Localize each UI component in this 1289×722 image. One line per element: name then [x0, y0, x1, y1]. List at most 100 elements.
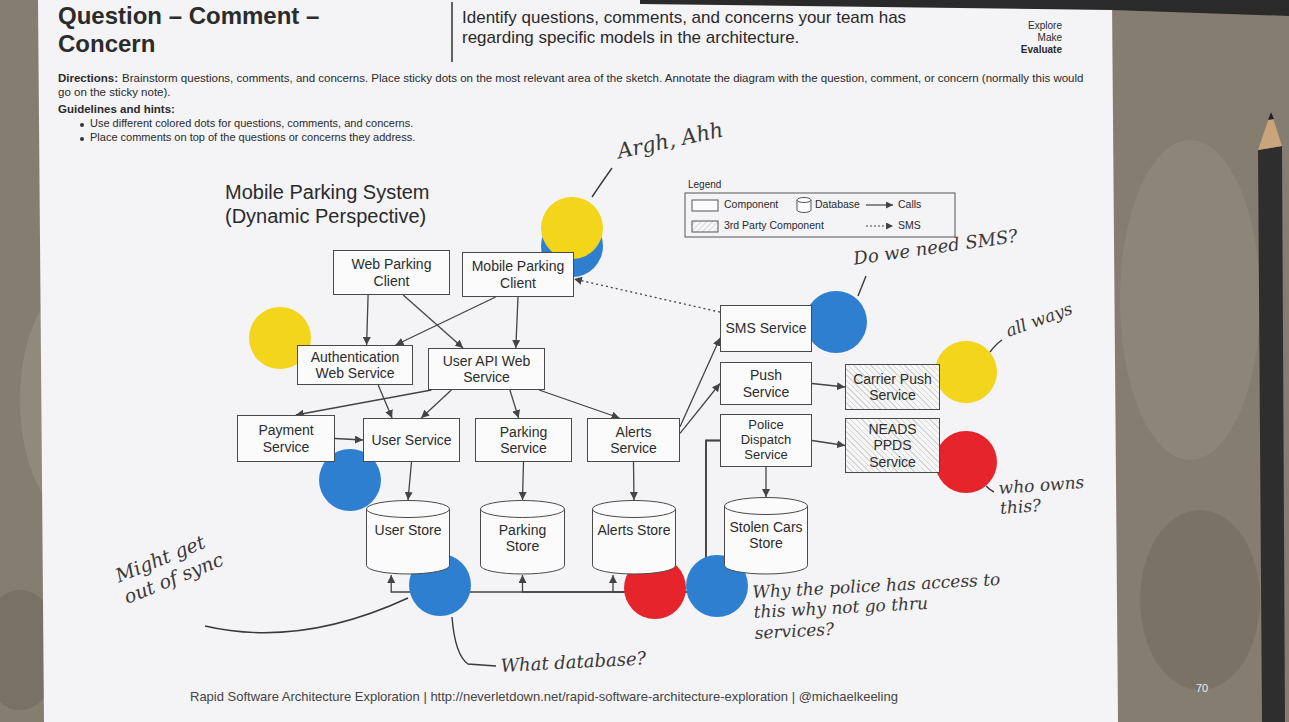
sms-connector [574, 279, 720, 312]
component-box: User API Web Service [428, 348, 545, 390]
cylinder-top [725, 498, 808, 515]
paper-sheet [38, 0, 1118, 722]
legend-heading: Legend [688, 179, 721, 191]
handwritten-note: who owns this? [998, 472, 1091, 519]
call-connector [539, 390, 619, 418]
directions-heading: Directions: [58, 72, 118, 84]
node-label: Alerts Store [592, 522, 676, 538]
guideline-item: Place comments on top of the questions o… [90, 131, 415, 144]
phase-label: Make [1000, 32, 1062, 44]
node-label: Push Service [721, 367, 811, 399]
red-sticky-dot [935, 431, 997, 493]
component-box: Authentication Web Service [297, 345, 413, 385]
legend-frame [685, 193, 955, 237]
diagram-title: Mobile Parking System (Dynamic Perspecti… [225, 180, 495, 228]
database-cylinder: User Store [366, 500, 450, 575]
database-cylinder: Parking Store [480, 500, 565, 575]
call-connector [510, 390, 519, 418]
component-sample [692, 200, 718, 211]
node-label: Mobile Parking Client [463, 258, 573, 290]
pencil-tip [1258, 112, 1282, 150]
node-label: Parking Service [476, 424, 571, 456]
leader-line [986, 486, 994, 492]
directions-text: Brainstorm questions, comments, and conc… [58, 72, 1083, 98]
node-label: Payment Service [238, 422, 334, 454]
component-box: Parking Service [475, 418, 572, 462]
node-label: Stolen Cars Store [724, 519, 808, 551]
calls-sample [866, 204, 893, 205]
call-connector [633, 462, 635, 500]
footer-caption: Rapid Software Architecture Exploration … [190, 689, 898, 705]
leader-line [452, 617, 496, 666]
cylinder-body [481, 509, 565, 574]
node-label: Police Dispatch Service [721, 418, 811, 463]
node-label: User API Web Service [429, 353, 544, 385]
instruction-text: Identify questions, comments, and concer… [462, 8, 922, 49]
pencil-lead [1268, 112, 1274, 120]
call-connector [680, 384, 720, 434]
component-box: Push Service [720, 362, 812, 405]
database-cylinder: Stolen Cars Store [724, 497, 808, 575]
node-label: Alerts Service [588, 424, 679, 456]
legend-text: 3rd Party Component [724, 220, 824, 232]
leader-line [592, 168, 612, 197]
call-connector [367, 295, 369, 345]
blue-sticky-dot [805, 291, 867, 353]
cylinder-top [367, 501, 450, 518]
guidelines-heading: Guidelines and hints: [58, 103, 175, 117]
yellow-sticky-dot [541, 197, 603, 259]
header-divider [451, 2, 453, 62]
call-connector [403, 295, 463, 348]
cylinder-top [481, 501, 565, 518]
leader-line [205, 598, 408, 633]
phase-label: Explore [1000, 20, 1062, 32]
node-label: NEADS PPDS Service [846, 421, 939, 469]
node-label: User Service [364, 432, 459, 448]
component-box: Payment Service [237, 415, 335, 462]
cylinder-body [593, 509, 676, 574]
call-connector [335, 439, 363, 441]
call-connector [421, 390, 451, 418]
component-box: Police Dispatch Service [720, 414, 812, 467]
cylinder-top [593, 501, 676, 518]
directions-paragraph: Directions:Brainstorm questions, comment… [58, 71, 1098, 99]
node-label: Web Parking Client [334, 256, 449, 288]
handwritten-note: Why the police has access to this why no… [752, 569, 1005, 643]
granite-fleck [1140, 510, 1260, 690]
call-connector [396, 297, 496, 345]
yellow-sticky-dot [935, 341, 997, 403]
component-box: SMS Service [720, 305, 812, 352]
third-party-box: NEADS PPDS Service [845, 418, 940, 473]
component-box: Web Parking Client [333, 250, 450, 295]
node-label: Parking Store [480, 522, 565, 554]
call-connector [296, 390, 432, 415]
component-box: Alerts Service [587, 418, 680, 462]
bullet [80, 123, 84, 127]
sms-sample [866, 225, 893, 226]
third-party-sample [692, 221, 718, 232]
node-label: Authentication Web Service [298, 349, 412, 381]
call-connector [812, 384, 845, 388]
call-connector [408, 462, 412, 500]
page-number: 70 [1196, 682, 1208, 695]
third-party-box: Carrier Push Service [845, 364, 940, 410]
worksheet-title: Question – Comment – Concern [58, 2, 388, 57]
component-box: Mobile Parking Client [462, 252, 574, 297]
leader-line [858, 276, 866, 296]
call-connector [765, 467, 766, 497]
cylinder-body [367, 509, 450, 574]
database-sample-top [797, 198, 811, 203]
call-connector [680, 338, 720, 427]
call-connector [516, 297, 518, 348]
legend-text: Component [724, 199, 778, 211]
pencil-body [1258, 146, 1285, 722]
legend-text: Database [815, 199, 860, 211]
node-label: SMS Service [721, 320, 811, 336]
legend-text: SMS [898, 220, 921, 232]
guideline-item: Use different colored dots for questions… [90, 117, 413, 130]
call-connector [523, 462, 524, 500]
call-connector [378, 385, 392, 418]
granite-fleck [1120, 140, 1260, 460]
